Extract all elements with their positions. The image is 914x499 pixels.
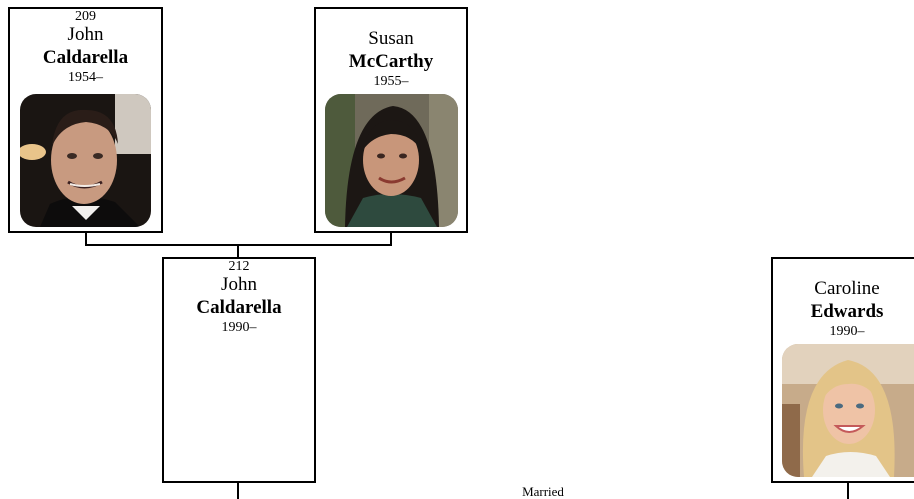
first-name: John	[67, 24, 104, 45]
last-name: McCarthy	[348, 51, 434, 72]
last-name: Caldarella	[42, 47, 129, 68]
person-card-susan-mccarthy[interactable]: Susan McCarthy 1955–	[314, 7, 468, 233]
first-name: Susan	[368, 28, 414, 49]
person-id: 209	[75, 9, 96, 24]
last-name: Caldarella	[196, 297, 282, 318]
person-card-john-caldarella-1990[interactable]: 212 John Caldarella 1990–	[162, 257, 316, 483]
first-name: Caroline	[814, 278, 880, 299]
person-card-john-caldarella-1954[interactable]: 209 John Caldarella 1954–	[8, 7, 163, 233]
portrait-photo	[20, 94, 151, 227]
marriage-label: Married	[522, 484, 564, 499]
first-name: John	[221, 274, 257, 295]
life-years: 1955–	[373, 74, 409, 89]
life-years: 1990–	[829, 324, 865, 339]
life-years: 1954–	[68, 70, 103, 85]
portrait-photo	[325, 94, 458, 227]
portrait-photo	[782, 344, 914, 477]
person-id: 212	[228, 259, 250, 274]
last-name: Edwards	[810, 301, 884, 322]
life-years: 1990–	[221, 320, 257, 335]
person-card-caroline-edwards[interactable]: Caroline Edwards 1990–	[771, 257, 914, 483]
